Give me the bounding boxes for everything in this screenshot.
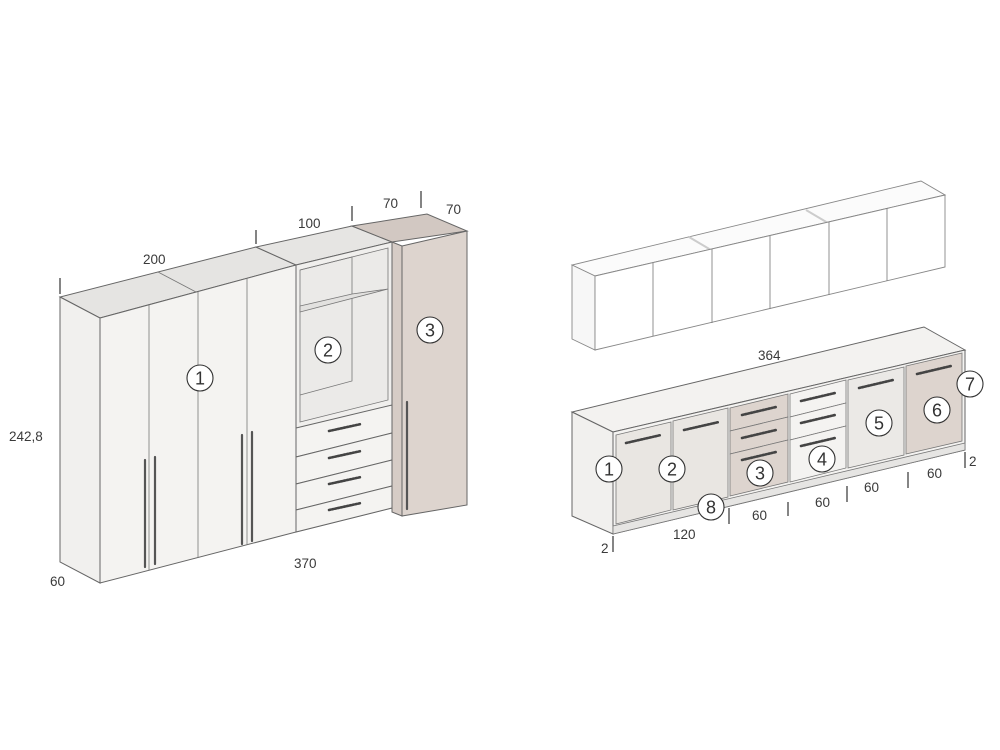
- kitchen-callout-8: 8: [697, 493, 725, 521]
- accent-module-side: [391, 241, 403, 517]
- base-handle: [740, 450, 778, 462]
- dim-length-370: 370: [294, 556, 317, 571]
- drawer-handle: [327, 501, 363, 512]
- kitchen-callout-5: 5: [865, 409, 893, 437]
- svg-text:6: 6: [932, 401, 942, 421]
- dim-height: 242,8: [9, 429, 43, 444]
- base-handle: [624, 433, 663, 445]
- kitchen-callout-3: 3: [746, 459, 774, 487]
- svg-text:5: 5: [874, 414, 884, 434]
- callout-1: 1: [186, 364, 214, 392]
- kitchen-callout-6: 6: [923, 396, 951, 424]
- open-module-interior: [299, 247, 389, 423]
- dim-base-60b: 60: [815, 495, 830, 510]
- dim-width-70: 70: [383, 196, 398, 211]
- open-module-shelf: [299, 288, 389, 313]
- dim-depth-70: 70: [446, 202, 461, 217]
- kitchen-callout-2: 2: [658, 455, 686, 483]
- kitchen-callout-4: 4: [808, 445, 836, 473]
- base-door-1: [615, 421, 672, 525]
- drawer-handle: [327, 475, 363, 486]
- wall-units: [570, 180, 947, 351]
- wardrobe-side-panel: [59, 296, 101, 584]
- base-handle: [915, 364, 953, 376]
- base-handle: [857, 378, 895, 390]
- base-handle: [799, 436, 837, 448]
- callout-3: 3: [416, 316, 444, 344]
- svg-text:7: 7: [965, 375, 975, 395]
- svg-text:1: 1: [195, 369, 205, 389]
- base-door-2: [672, 407, 729, 511]
- drawer-handle: [327, 422, 363, 433]
- dim-base-120: 120: [673, 527, 696, 542]
- svg-text:2: 2: [323, 341, 333, 361]
- accent-module-front: [401, 230, 468, 517]
- dim-base-60d: 60: [927, 466, 942, 481]
- dim-base-60a: 60: [752, 508, 767, 523]
- kitchen-assembly: 364 120 60 60 60 60 2 2 1 2 3 4 5: [570, 180, 984, 556]
- drawer-handle: [327, 449, 363, 460]
- svg-text:1: 1: [604, 460, 614, 480]
- svg-text:3: 3: [755, 464, 765, 484]
- base-handle: [740, 428, 778, 440]
- svg-text:8: 8: [706, 498, 716, 518]
- svg-text:2: 2: [667, 460, 677, 480]
- dim-wall-364: 364: [758, 348, 781, 363]
- base-handle: [682, 420, 721, 432]
- svg-text:3: 3: [425, 321, 435, 341]
- dim-base-60c: 60: [864, 480, 879, 495]
- dim-plinth-left: 2: [601, 541, 609, 556]
- svg-text:4: 4: [817, 450, 827, 470]
- callout-2: 2: [314, 336, 342, 364]
- base-handle: [799, 391, 837, 403]
- dim-width-100: 100: [298, 216, 321, 231]
- dim-width-200: 200: [143, 252, 166, 267]
- base-handle: [799, 413, 837, 425]
- kitchen-callout-1: 1: [595, 455, 623, 483]
- wardrobe-assembly: 200 100 70 70 242,8 60 370 1 2 3: [9, 191, 469, 589]
- dim-depth-60: 60: [50, 574, 65, 589]
- dim-plinth-right: 2: [969, 454, 977, 469]
- kitchen-callout-7: 7: [956, 370, 984, 398]
- base-handle: [740, 405, 778, 417]
